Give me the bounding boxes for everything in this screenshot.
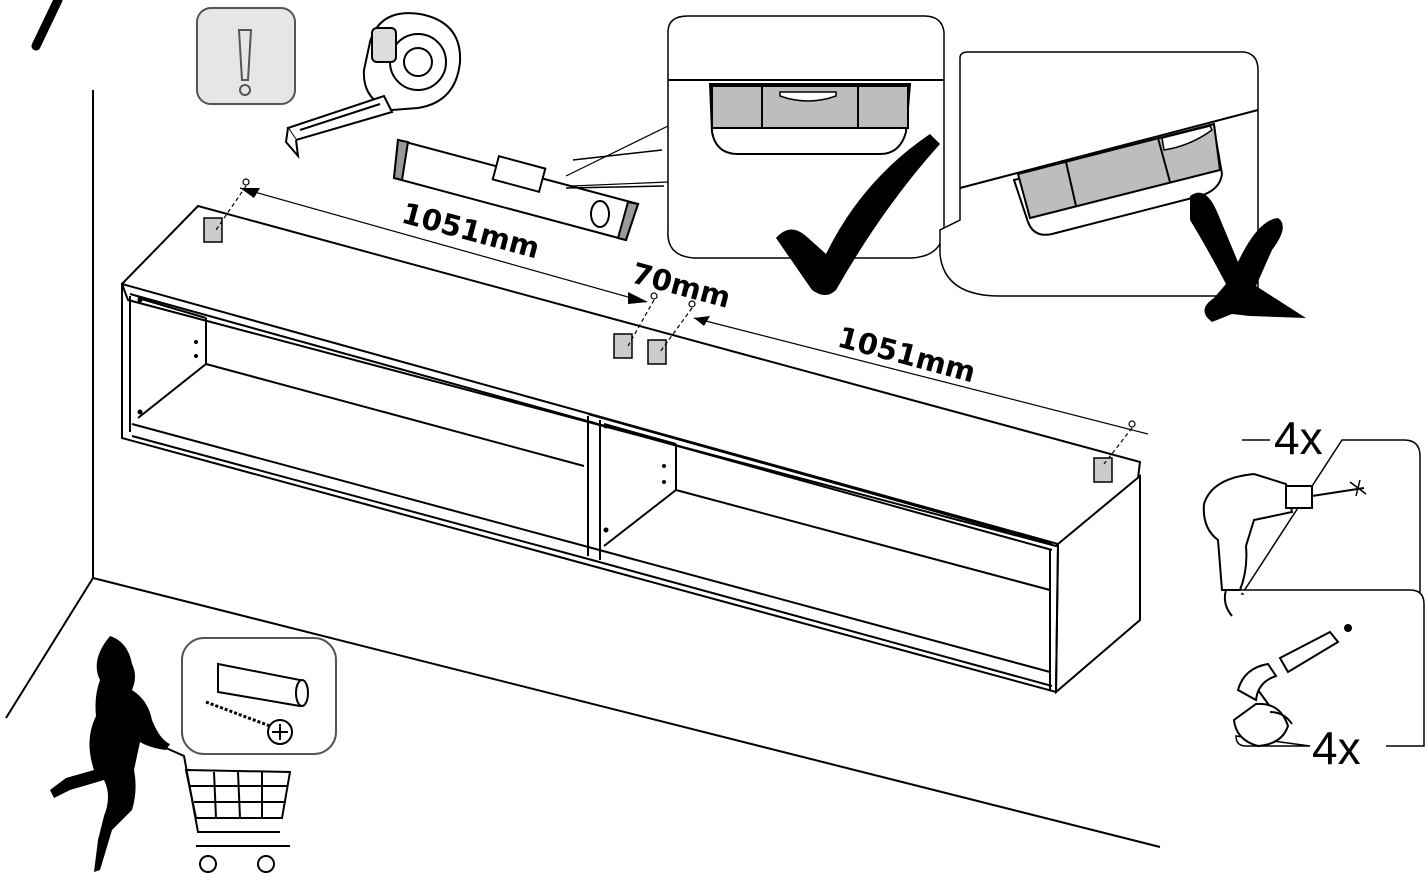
drill-quantity: 4x: [1274, 412, 1323, 464]
dimension-label-right: 1051mm: [834, 320, 979, 389]
level-incorrect-panel: [939, 51, 1259, 297]
callout-lines: [565, 125, 669, 187]
level-correct-panel: [667, 15, 945, 259]
spirit-level-icon: [392, 138, 665, 242]
plug-quantity: 4x: [1312, 722, 1361, 774]
cabinet-holes: [137, 297, 666, 533]
dimension-lines: [215, 178, 1149, 465]
cabinet: [120, 204, 1142, 695]
cross-icon: [1190, 192, 1306, 322]
drill-panel: [1240, 439, 1421, 595]
dimension-label-gap: 70mm: [628, 256, 734, 315]
plug-panel: [1235, 589, 1425, 747]
checkmark-icon: [776, 134, 940, 295]
step-number-marker: [31, 0, 63, 51]
drill-icon: [1202, 472, 1367, 617]
room-walls: [5, 90, 1161, 848]
wall-plug-icon: [1278, 624, 1352, 674]
dimension-arrows: [240, 188, 710, 326]
wall-plug-screw-icon: [181, 637, 337, 755]
shopping-cart-icon: [50, 636, 292, 873]
tape-measure-icon: [284, 12, 462, 160]
hammer-icon: [1232, 662, 1293, 748]
wall-brackets: [203, 217, 1113, 483]
warning-exclamation-icon: [196, 7, 296, 105]
